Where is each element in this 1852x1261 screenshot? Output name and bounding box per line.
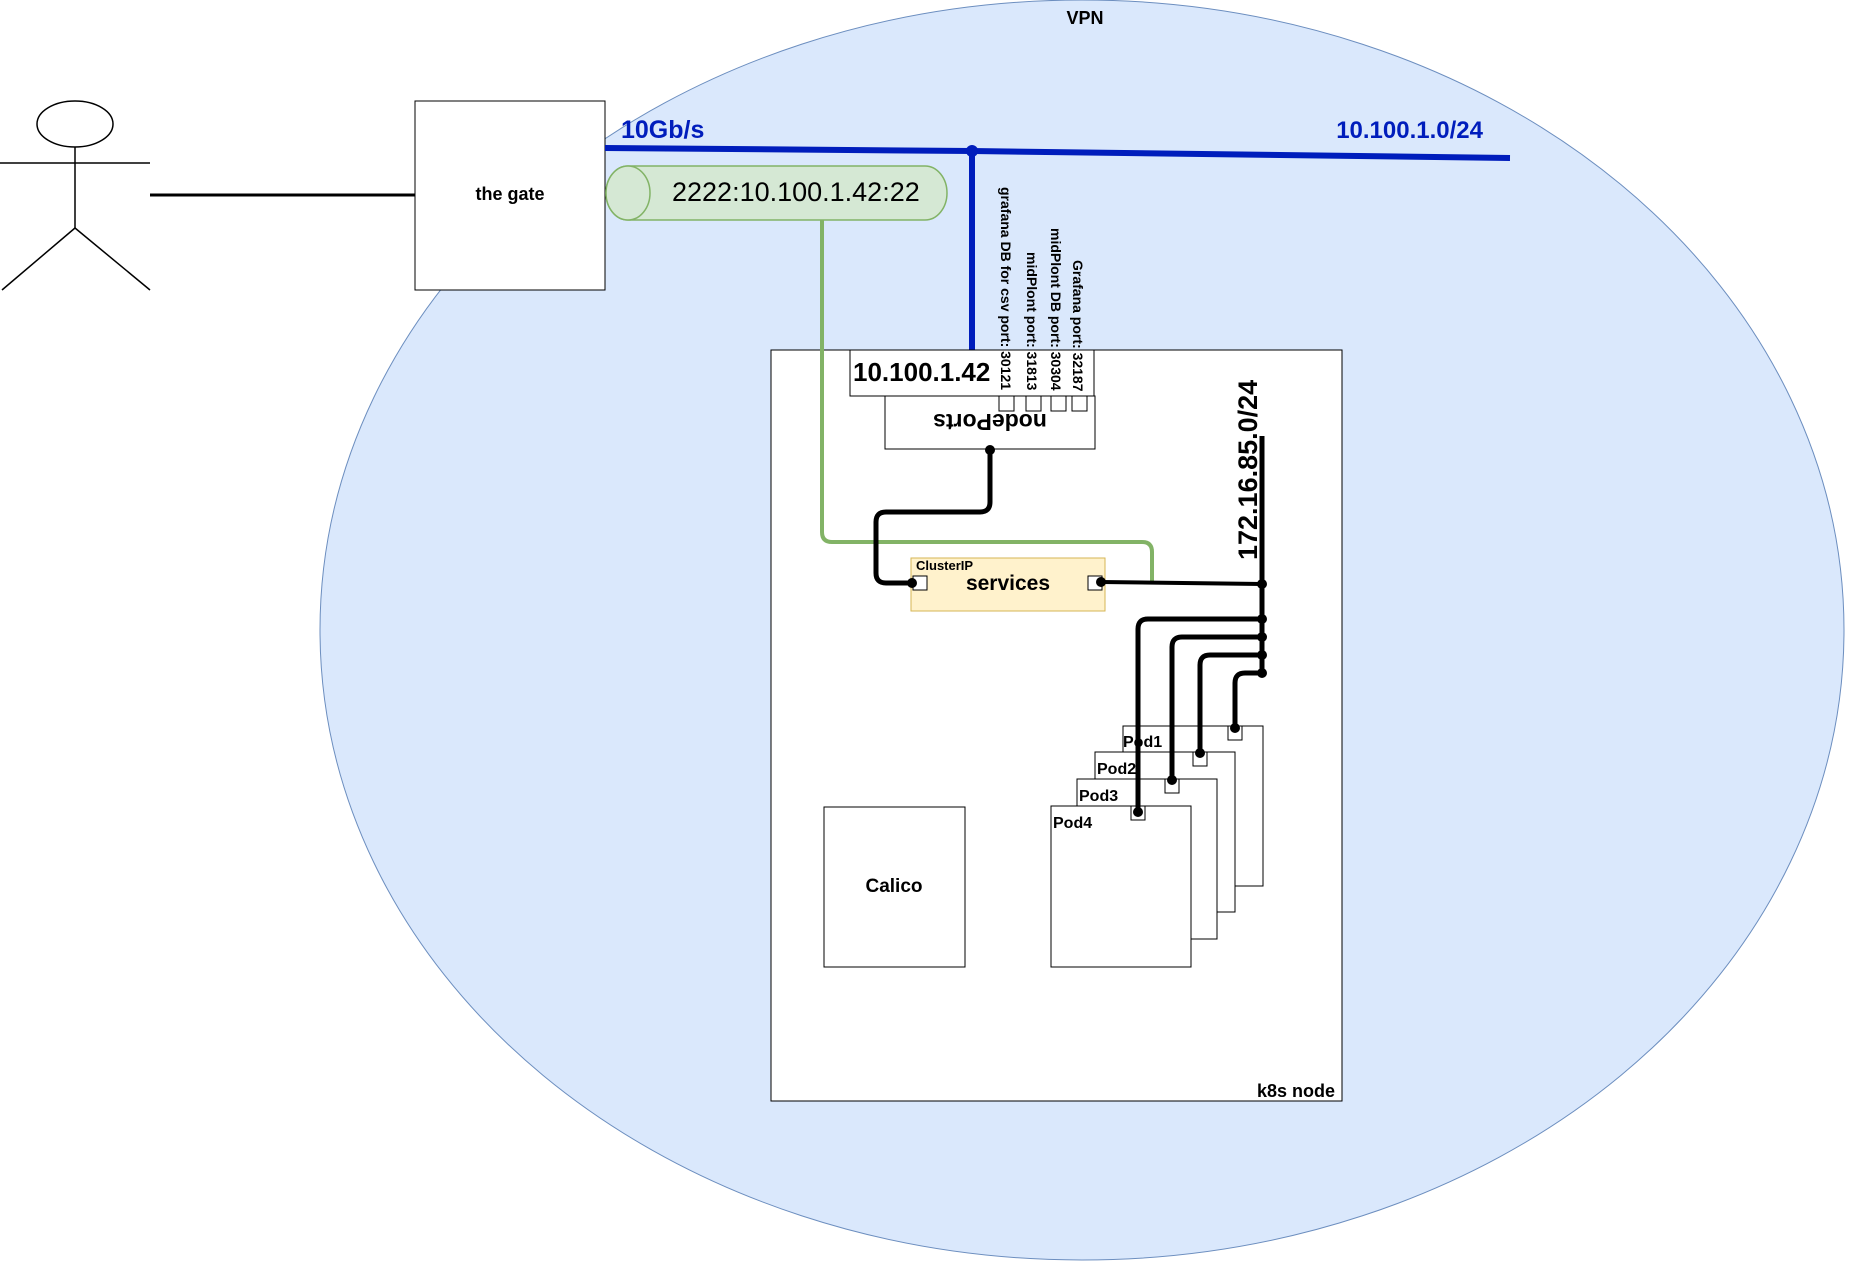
- junction-dot: [1195, 748, 1205, 758]
- port-label-grafana: Grafana port: 32187: [1070, 260, 1086, 392]
- port-label-grafana-db: grafana DB for csv port: 30121: [998, 187, 1014, 390]
- pod-3-label: Pod3: [1079, 788, 1118, 805]
- junction-dot: [1257, 579, 1267, 589]
- pod-network-label: 172.16.85.0/24: [1233, 380, 1263, 560]
- tunnel-route-line: [820, 220, 1154, 584]
- pod-1-label: Pod1: [1123, 734, 1162, 751]
- uplink-junction: [966, 145, 978, 157]
- junction-dot: [985, 445, 995, 455]
- services-bus-link: [1100, 580, 1263, 586]
- junction-dot: [907, 578, 917, 588]
- nodeports-services-link: [873, 450, 993, 586]
- services-tag: ClusterIP: [916, 558, 973, 573]
- pod-3-link: [1169, 634, 1262, 780]
- pod-2-link: [1197, 652, 1262, 753]
- pod-1-link: [1232, 670, 1262, 728]
- junction-dot: [1257, 668, 1267, 678]
- calico-label: Calico: [865, 876, 922, 897]
- pod-4-link: [1135, 616, 1262, 812]
- tunnel-label: 2222:10.100.1.42:22: [672, 177, 920, 207]
- pod-2-label: Pod2: [1097, 761, 1136, 778]
- nodeports-label: nodePorts: [933, 409, 1047, 435]
- junction-dot: [1167, 775, 1177, 785]
- port-square-2[interactable]: [1025, 395, 1042, 412]
- k8s-node-label: k8s node: [1257, 1081, 1335, 1101]
- junction-dot: [1133, 807, 1143, 817]
- services-box[interactable]: [910, 557, 1106, 612]
- pod-4[interactable]: Pod4: [1050, 805, 1192, 968]
- junction-dot: [1230, 723, 1240, 733]
- network-speed-label: 10Gb/s: [621, 116, 704, 144]
- pod-4-label: Pod4: [1053, 815, 1092, 832]
- services-label: services: [966, 572, 1050, 595]
- node-ip-box: [849, 349, 1095, 397]
- ssh-tunnel[interactable]: 2222:10.100.1.42:22: [605, 165, 948, 221]
- gate-box[interactable]: [414, 100, 606, 291]
- port-square-3[interactable]: [1050, 395, 1067, 412]
- port-square-4[interactable]: [1071, 395, 1088, 412]
- port-label-midplont: midPlont port: 31813: [1024, 252, 1040, 391]
- calico-box[interactable]: [823, 806, 966, 968]
- port-square-1[interactable]: [998, 395, 1015, 412]
- junction-dot: [1257, 650, 1267, 660]
- vpn-label: VPN: [1066, 8, 1103, 28]
- node-ip-label: 10.100.1.42: [853, 357, 990, 387]
- user-actor-icon: [0, 100, 151, 291]
- gate-label: the gate: [475, 184, 544, 204]
- junction-dot: [1257, 614, 1267, 624]
- junction-dot: [1096, 577, 1106, 587]
- network-subnet-label: 10.100.1.0/24: [1336, 117, 1483, 144]
- port-label-midplont-db: midPlont DB port: 30304: [1048, 228, 1064, 391]
- junction-dot: [1257, 632, 1267, 642]
